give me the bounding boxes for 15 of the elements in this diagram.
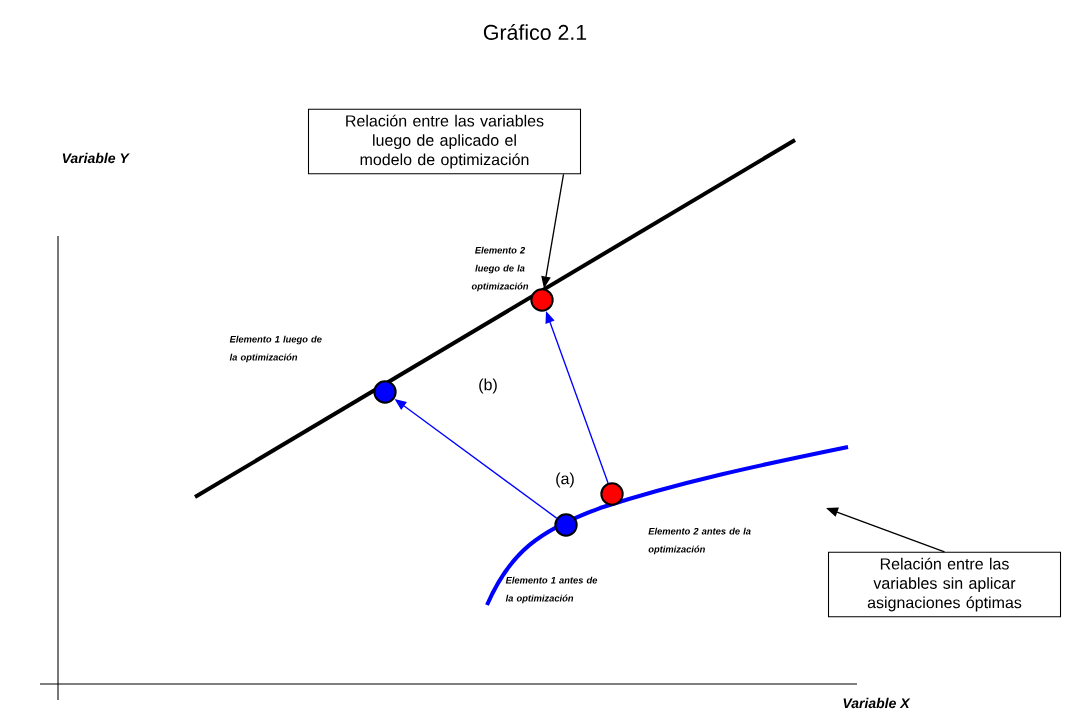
title: Gráfico 2.1	[483, 24, 587, 40]
point-caption: Elemento 2 antes de la optimización	[648, 527, 751, 555]
axis-label: Variable X	[843, 697, 911, 709]
point-caption: Elemento 1 luego de la optimización	[229, 335, 322, 363]
point-marker	[600, 482, 624, 506]
point-caption: Elemento 2 luego de la optimización	[471, 246, 529, 292]
region-label: (b)	[479, 378, 497, 394]
text-box: Relación entre las variables luego de aplicado el modelo de optimización	[307, 108, 582, 175]
point-caption: Elemento 1 antes de la optimización	[505, 576, 598, 604]
point-marker	[554, 513, 578, 537]
axis-label: Variable Y	[62, 152, 130, 164]
region-label: (a)	[556, 472, 574, 488]
point-marker	[530, 288, 554, 312]
point-marker	[373, 380, 397, 404]
text-box: Relación entre las variables sin aplicar asignaciones óptimas	[827, 551, 1062, 618]
